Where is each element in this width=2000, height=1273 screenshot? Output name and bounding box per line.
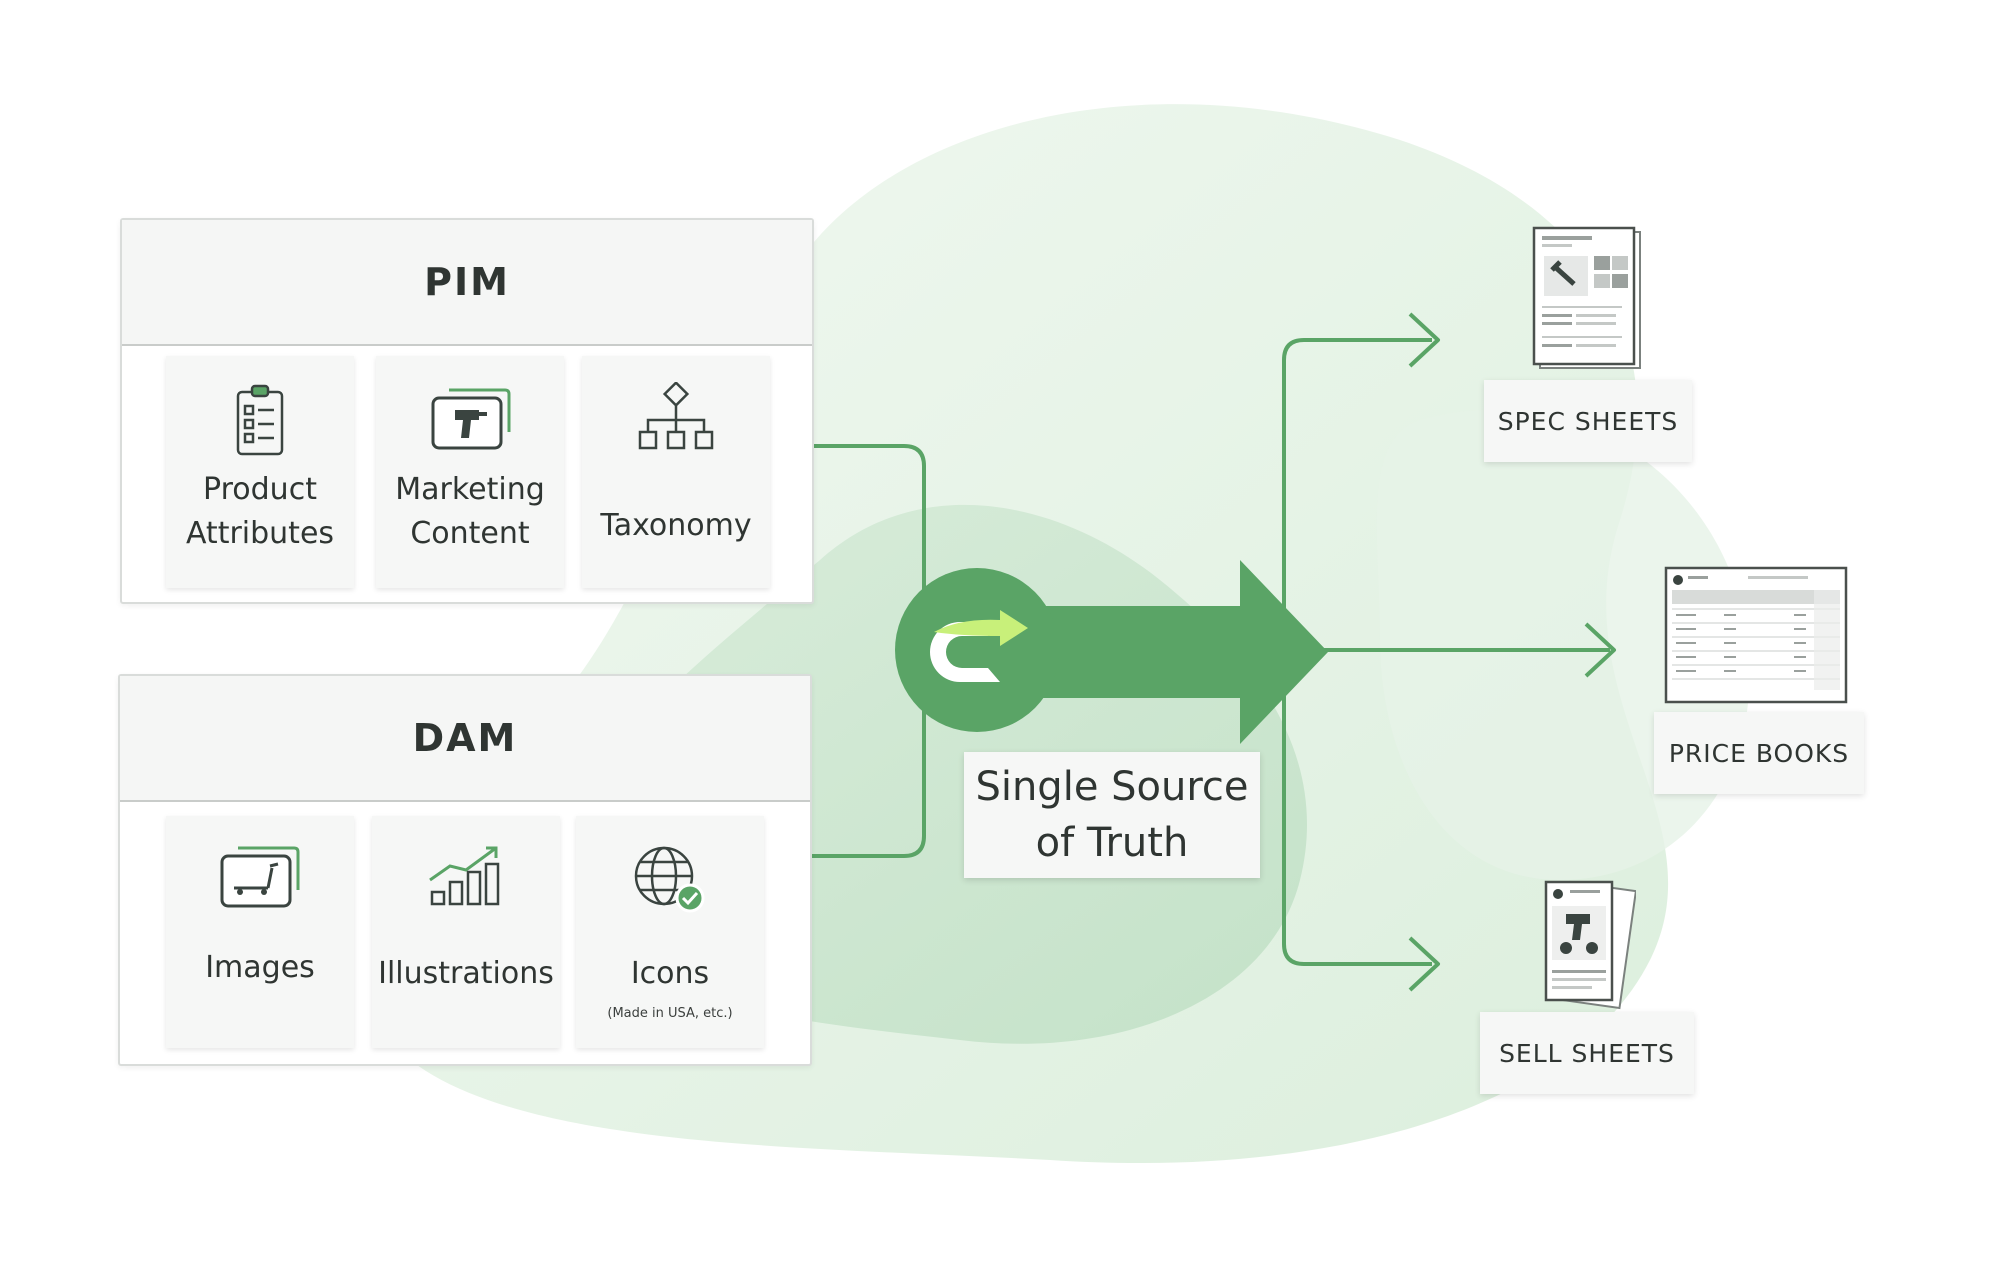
pim-panel: PIM Product Attributes xyxy=(120,218,814,604)
clipboard-list-icon xyxy=(236,384,284,456)
taxonomy-label: Taxonomy xyxy=(600,508,752,543)
card-product-attributes[interactable]: Product Attributes xyxy=(166,356,354,588)
single-source-of-truth-label: Single Source of Truth xyxy=(964,752,1260,878)
sell-sheet-document-icon xyxy=(1544,880,1636,1010)
spec-arrowhead xyxy=(1408,312,1440,368)
product-attributes-label: Product Attributes xyxy=(185,472,335,551)
price-book-document-icon xyxy=(1664,566,1848,704)
card-taxonomy[interactable]: Taxonomy xyxy=(582,356,770,588)
images-label: Images xyxy=(205,950,315,985)
card-illustrations[interactable]: Illustrations xyxy=(372,816,560,1048)
spec-sheet-document-icon xyxy=(1532,226,1641,369)
sell-sheets-label: SELL SHEETS xyxy=(1480,1012,1694,1094)
dam-connector xyxy=(808,640,926,858)
sell-branch-line xyxy=(1282,650,1432,966)
dam-header: DAM xyxy=(120,676,810,802)
pim-title: PIM xyxy=(424,260,510,304)
power-drill-photo-icon xyxy=(431,388,511,450)
price-arrowhead xyxy=(1584,622,1616,678)
dam-panel: DAM Images Illus xyxy=(118,674,812,1066)
illustrations-label: Illustrations xyxy=(378,956,554,991)
big-right-arrow-icon xyxy=(1010,560,1328,744)
pallet-jack-photo-icon xyxy=(220,846,300,908)
sell-arrowhead xyxy=(1408,936,1440,992)
spec-sheets-label: SPEC SHEETS xyxy=(1484,380,1692,462)
catsy-logo-icon xyxy=(895,568,1059,732)
hierarchy-tree-icon xyxy=(638,382,714,450)
logo-c-shape xyxy=(930,622,1000,682)
icons-sublabel: (Made in USA, etc.) xyxy=(607,1006,733,1021)
spec-branch-line xyxy=(1282,338,1432,640)
card-icons[interactable]: Icons (Made in USA, etc.) xyxy=(576,816,764,1048)
price-books-label: PRICE BOOKS xyxy=(1654,712,1864,794)
icons-label: Icons xyxy=(630,956,710,991)
pim-header: PIM xyxy=(122,220,812,346)
logo-arrow-shape xyxy=(934,610,1028,646)
card-images[interactable]: Images xyxy=(166,816,354,1048)
bar-chart-growth-icon xyxy=(429,846,500,906)
marketing-content-label: Marketing Content xyxy=(395,472,545,551)
globe-check-icon xyxy=(634,846,705,913)
dam-title: DAM xyxy=(412,716,518,760)
card-marketing-content[interactable]: Marketing Content xyxy=(376,356,564,588)
pim-connector xyxy=(812,444,926,640)
